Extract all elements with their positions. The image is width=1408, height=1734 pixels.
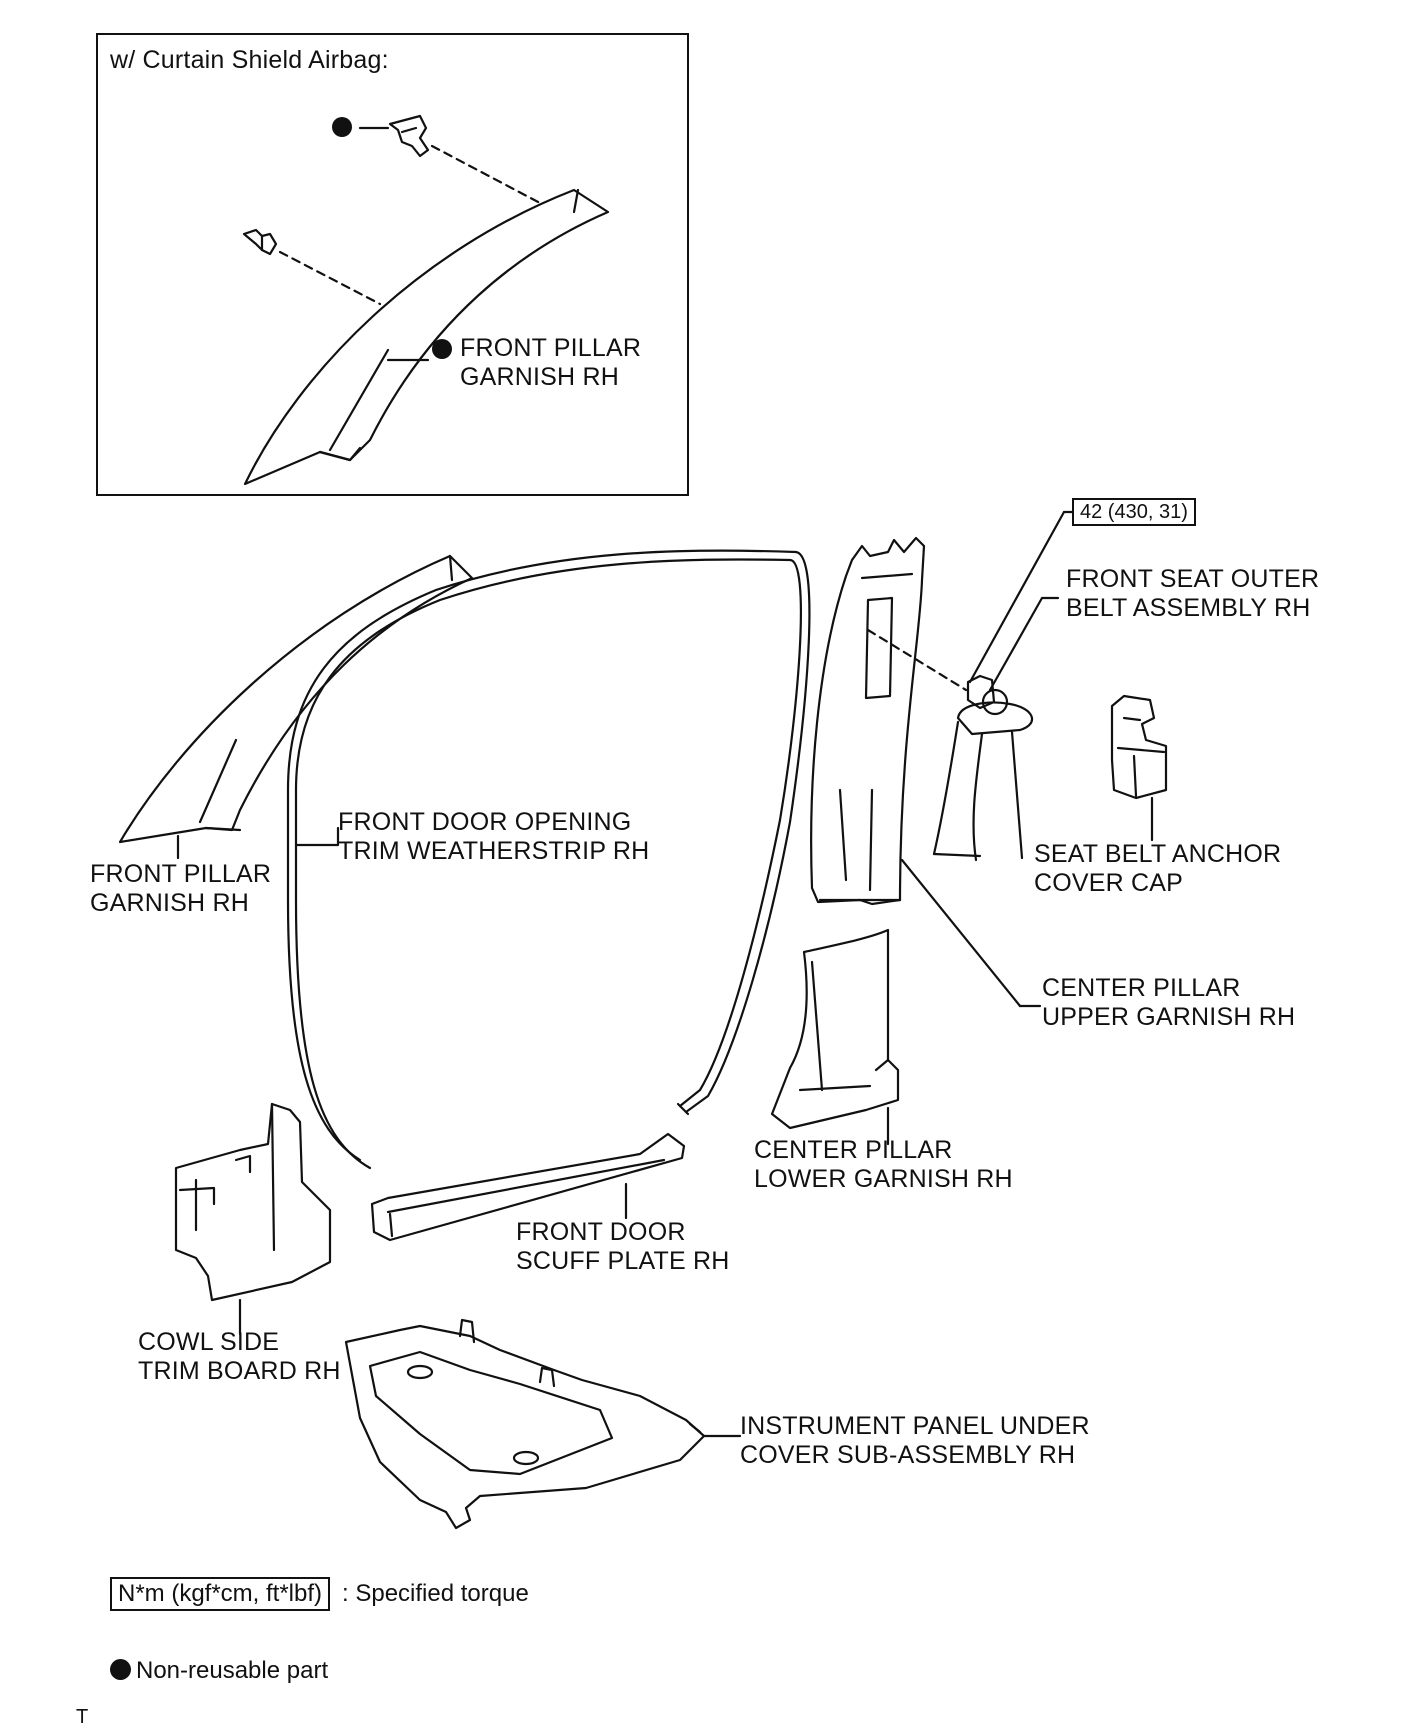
inset-pin-dashline — [278, 250, 382, 306]
legend-torque-box: N*m (kgf*cm, ft*lbf) — [110, 1577, 331, 1611]
inset-frame — [96, 33, 689, 496]
label-cowl-line2: TRIM BOARD RH — [138, 1357, 341, 1385]
inset-label-front-pillar-line1: FRONT PILLAR — [460, 334, 642, 362]
cowl-side-trim-board — [174, 1102, 332, 1302]
inset-front-pillar-garnish — [243, 188, 610, 486]
label-scuff-line2: SCUFF PLATE RH — [516, 1247, 730, 1275]
label-center-lower-line1: CENTER PILLAR — [754, 1136, 953, 1164]
seat-belt-anchor-cover-cap — [1110, 694, 1168, 800]
inset-label-dot — [432, 339, 452, 359]
inset-nonreusable-dot — [332, 117, 352, 137]
label-anchor-cap-line1: SEAT BELT ANCHOR — [1034, 840, 1282, 868]
seat-belt-dashline — [866, 628, 968, 692]
inset-title: w/ Curtain Shield Airbag: — [110, 46, 389, 74]
legend-nonreusable: Non-reusable part — [110, 1656, 328, 1686]
label-center-lower-line2: LOWER GARNISH RH — [754, 1165, 1013, 1193]
label-cowl-line1: COWL SIDE — [138, 1328, 280, 1356]
label-center-upper-line1: CENTER PILLAR — [1042, 974, 1241, 1002]
legend-torque-text: : Specified torque — [342, 1580, 529, 1607]
torque-value-box: 42 (430, 31) — [1072, 498, 1196, 526]
center-pillar-upper-garnish — [810, 536, 926, 906]
center-pillar-lower-garnish — [770, 928, 900, 1130]
label-seat-belt-line1: FRONT SEAT OUTER — [1066, 565, 1320, 593]
front-door-scuff-plate — [370, 1132, 686, 1242]
front-door-opening-weatherstrip — [286, 549, 811, 1170]
label-scuff-line1: FRONT DOOR — [516, 1218, 686, 1246]
seat-belt-assembly — [932, 674, 1034, 862]
center-upper-leader — [900, 858, 1022, 1008]
label-anchor-cap-line2: COVER CAP — [1034, 869, 1184, 897]
label-instrument-line2: COVER SUB-ASSEMBLY RH — [740, 1441, 1076, 1469]
inset-pin — [242, 228, 278, 256]
label-center-upper-line2: UPPER GARNISH RH — [1042, 1003, 1296, 1031]
torque-leader — [968, 510, 1066, 684]
front-pillar-garnish — [118, 554, 474, 844]
label-front-pillar-line2: GARNISH RH — [90, 889, 249, 917]
label-weatherstrip-line1: FRONT DOOR OPENING — [338, 808, 632, 836]
nonreusable-dot-icon — [110, 1659, 131, 1680]
instrument-panel-under-cover — [344, 1318, 706, 1530]
footer-mark: T — [76, 1706, 89, 1728]
weatherstrip-leader — [294, 826, 340, 847]
label-front-pillar-line1: FRONT PILLAR — [90, 860, 272, 888]
inset-clip-dashline — [430, 144, 542, 205]
label-instrument-line1: INSTRUMENT PANEL UNDER — [740, 1412, 1090, 1440]
label-weatherstrip-line2: TRIM WEATHERSTRIP RH — [338, 837, 650, 865]
inset-clip-nonreusable — [358, 114, 430, 158]
label-seat-belt-line2: BELT ASSEMBLY RH — [1066, 594, 1311, 622]
legend-nonreusable-text: Non-reusable part — [136, 1657, 329, 1684]
seat-belt-leader — [988, 596, 1060, 692]
inset-label-front-pillar-line2: GARNISH RH — [460, 363, 619, 391]
